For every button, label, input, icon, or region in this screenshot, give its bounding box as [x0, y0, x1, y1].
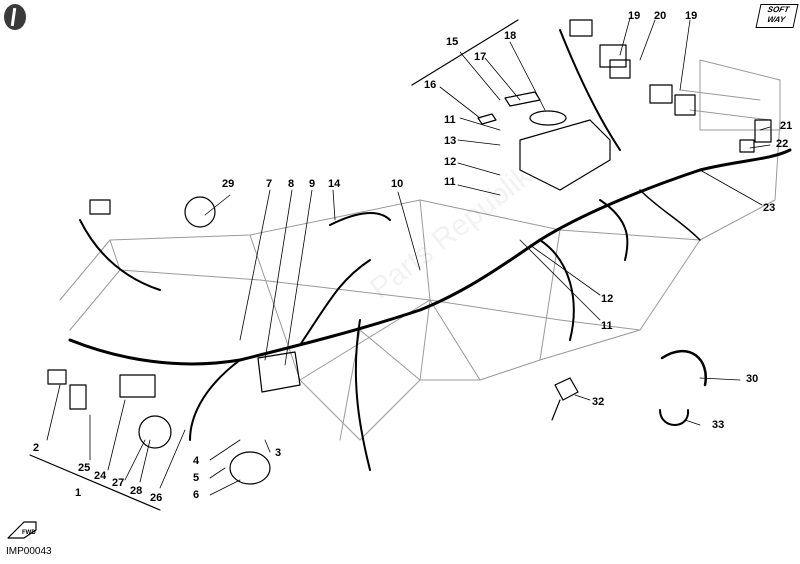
ecu-label-pad — [504, 91, 541, 107]
callout-number: 15 — [446, 36, 459, 48]
callout-number: 2 — [33, 442, 40, 454]
callout-number: 32 — [592, 396, 605, 408]
callout-number: 11 — [601, 320, 613, 332]
catalog-badge-icon — [4, 4, 26, 30]
callout-number: 8 — [288, 178, 295, 190]
harness-branch — [639, 189, 701, 241]
harness-branch — [354, 319, 371, 471]
harness-branch — [559, 29, 621, 151]
ecu-cover — [529, 110, 567, 126]
detail-circle — [138, 415, 172, 449]
ecu-bracket — [477, 113, 497, 125]
relay — [569, 19, 593, 37]
fwd-label: FWD — [22, 530, 36, 536]
callout-number: 26 — [150, 492, 163, 504]
ecu-unit — [519, 119, 611, 191]
callout-number: 22 — [776, 138, 789, 150]
callout-number: 11 — [444, 176, 456, 188]
spark-plug — [551, 377, 579, 421]
harness-clamp — [660, 349, 708, 387]
relay — [649, 84, 673, 104]
harness-branch — [329, 212, 391, 226]
callout-number: 30 — [746, 373, 759, 385]
callout-number: 17 — [474, 51, 487, 63]
callout-number: 19 — [685, 10, 698, 22]
horn — [229, 451, 271, 485]
connector — [47, 369, 67, 385]
connector — [69, 384, 87, 410]
callout-number: 3 — [275, 447, 282, 459]
harness-branch — [539, 239, 575, 341]
connector — [754, 119, 772, 143]
callout-number: 6 — [193, 489, 200, 501]
harness-clamp — [659, 409, 690, 426]
callout-number: 1 — [75, 487, 82, 499]
connector — [89, 199, 111, 215]
callout-number: 12 — [601, 293, 614, 305]
callout-number: 18 — [504, 30, 517, 42]
detail-circle — [184, 196, 216, 228]
regulator — [257, 351, 301, 393]
connector — [739, 139, 755, 153]
callout-number: 25 — [78, 462, 91, 474]
callout-number: 21 — [780, 120, 793, 132]
callout-number: 24 — [94, 470, 107, 482]
harness-branch — [189, 359, 241, 441]
callout-number: 19 — [628, 10, 641, 22]
relay — [674, 94, 696, 116]
callout-number: 14 — [328, 178, 341, 190]
relay — [599, 44, 627, 68]
callout-number: 29 — [222, 178, 235, 190]
callout-number: 16 — [424, 79, 437, 91]
fwd-arrow-icon — [7, 521, 37, 539]
connector — [119, 374, 156, 398]
callout-number: 33 — [712, 419, 725, 431]
callout-number: 4 — [193, 455, 200, 467]
figure-code: IMP00043 — [6, 546, 52, 557]
callout-number: 11 — [444, 114, 456, 126]
callout-number: 12 — [444, 156, 457, 168]
callout-number: 27 — [112, 477, 125, 489]
callout-number: 9 — [309, 178, 316, 190]
callout-number: 28 — [130, 485, 143, 497]
callout-number: 23 — [763, 202, 776, 214]
harness-branch — [299, 259, 371, 346]
callout-number: 5 — [193, 472, 200, 484]
harness-branch — [79, 219, 161, 291]
callout-number: 10 — [391, 178, 404, 190]
callout-number: 13 — [444, 135, 457, 147]
relay — [609, 59, 631, 79]
callout-number: 20 — [654, 10, 667, 22]
harness-branch — [599, 199, 629, 261]
callout-number: 7 — [266, 178, 273, 190]
